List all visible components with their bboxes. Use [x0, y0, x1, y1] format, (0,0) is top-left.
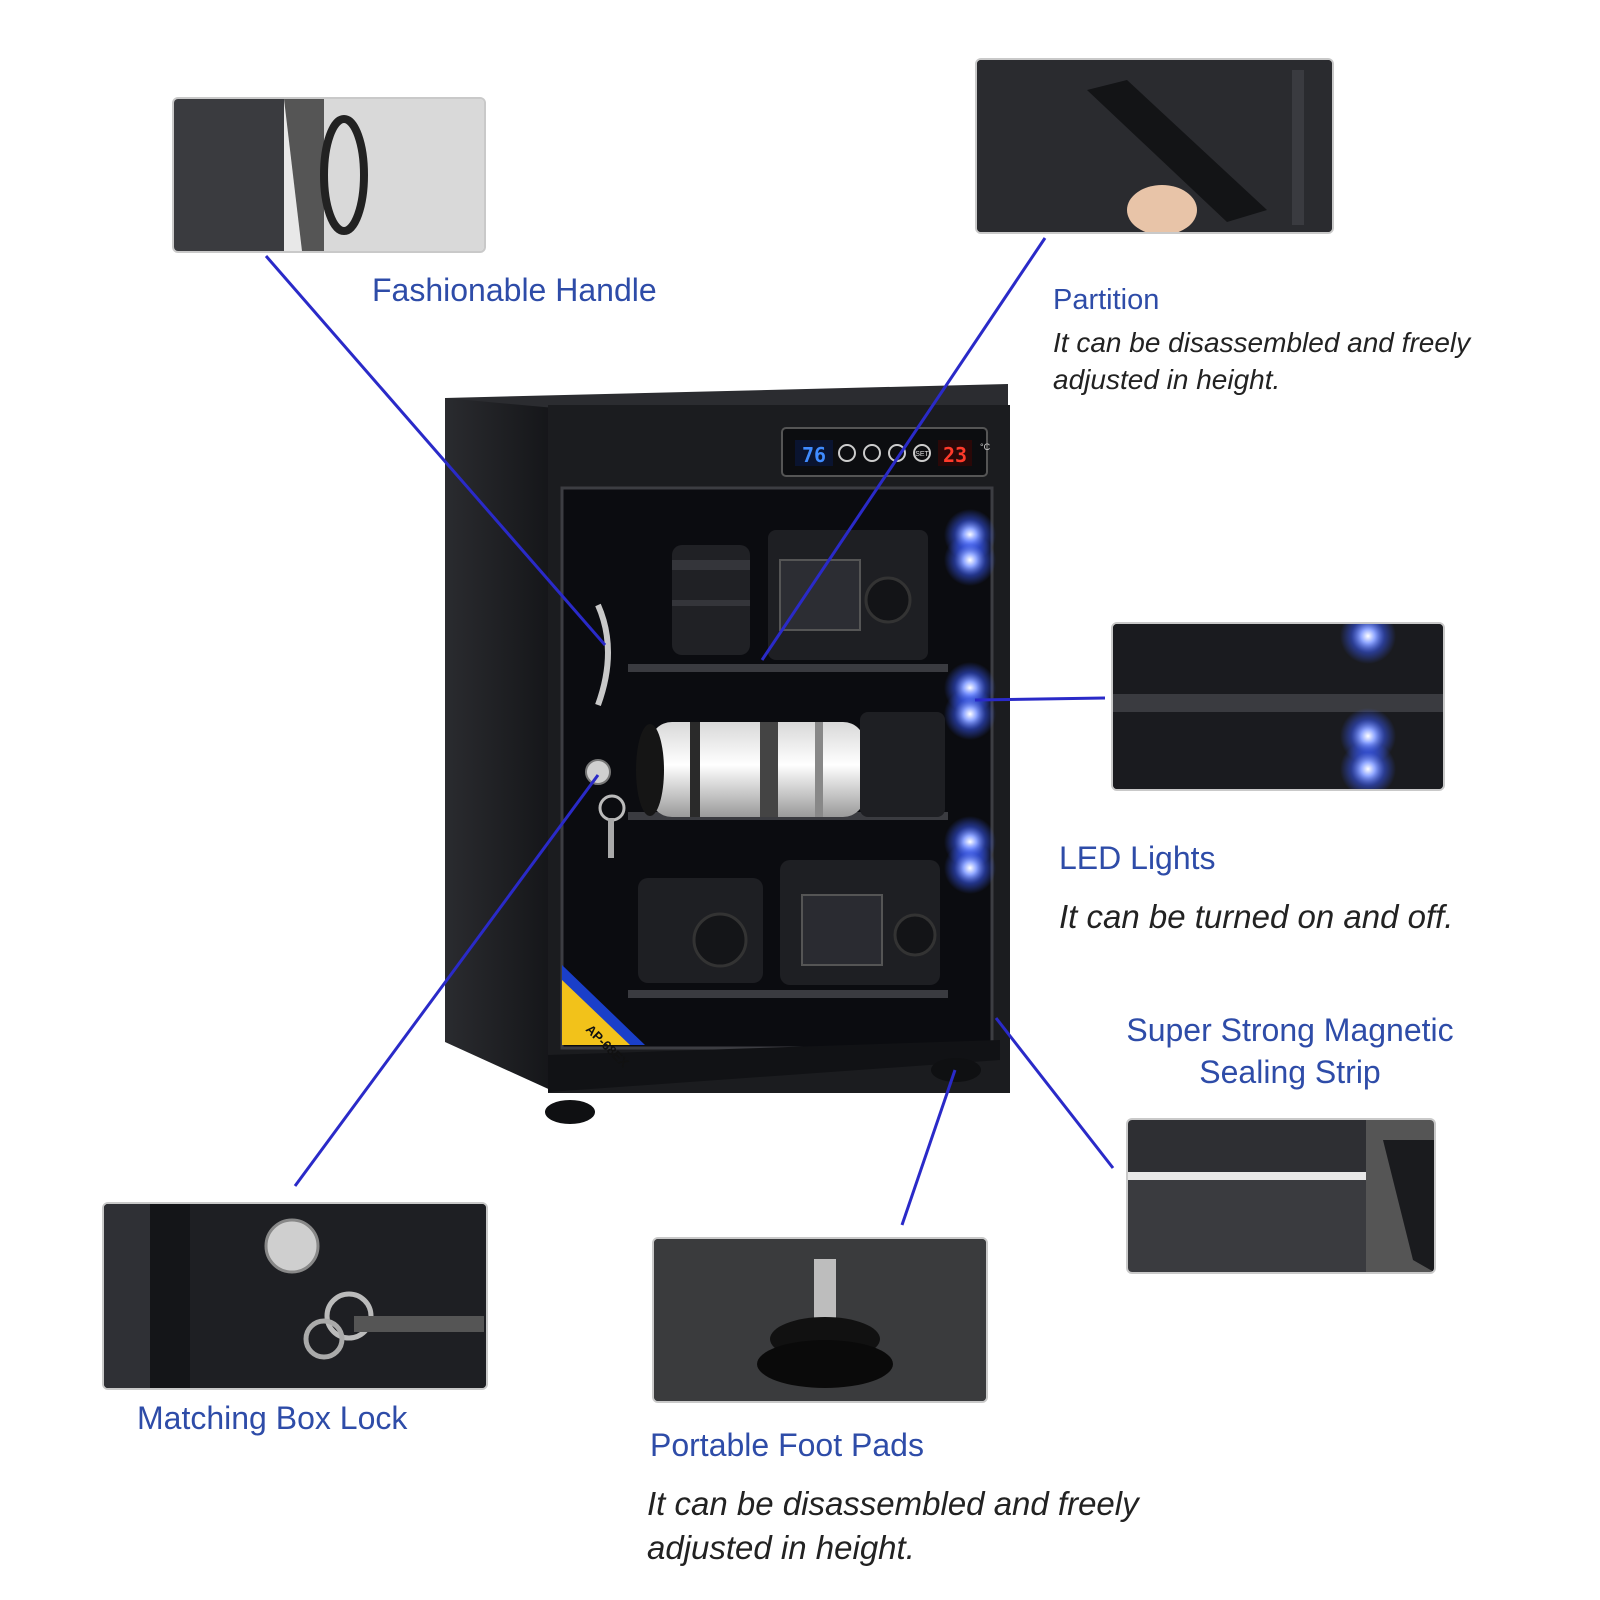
leader-lines — [264, 237, 1115, 1226]
telephoto-lens — [636, 712, 945, 817]
partition-detail-image — [975, 58, 1334, 234]
model-sticker — [562, 965, 645, 1045]
leader-line-seal — [994, 1017, 1115, 1169]
label-partition: Partition — [1053, 284, 1160, 316]
leader-line-handle — [264, 255, 607, 646]
set-button-label: SET — [915, 451, 929, 458]
led-detail-image — [1111, 622, 1445, 791]
door-handle — [595, 603, 611, 707]
leader-line-partition — [760, 237, 1047, 661]
sealing-strip-detail-image — [1126, 1118, 1436, 1274]
humidity-readout: 76 — [802, 443, 826, 467]
label-fashionable-handle: Fashionable Handle — [372, 272, 657, 308]
seal-label-line-1: Super Strong Magnetic — [1126, 1012, 1454, 1048]
leader-line-foot — [900, 1069, 957, 1226]
temperature-unit: °C — [980, 442, 991, 452]
temperature-readout: 23 — [943, 443, 967, 467]
cabinet-feet — [545, 1058, 981, 1124]
control-panel — [781, 427, 988, 477]
label-led-lights: LED Lights — [1059, 840, 1216, 876]
camera-body-bottom-left — [638, 878, 763, 983]
label-matching-box-lock: Matching Box Lock — [137, 1400, 408, 1436]
label-portable-foot-pads: Portable Foot Pads — [650, 1427, 924, 1463]
camera-lens-top — [672, 545, 750, 655]
foot-description-line-1: It can be disassembled and freely — [647, 1485, 1139, 1522]
key-lock — [585, 759, 626, 858]
leader-line-led — [974, 696, 1106, 702]
partition-description-line-1: It can be disassembled and freely — [1053, 327, 1471, 358]
lock-detail-image — [102, 1202, 488, 1390]
seal-label-line-2: Sealing Strip — [1199, 1053, 1381, 1090]
foot-pad-detail-image — [652, 1237, 988, 1403]
led-strip — [944, 509, 996, 894]
leader-line-lock — [293, 774, 600, 1187]
camera-body-bottom-right — [780, 860, 940, 985]
led-description: It can be turned on and off. — [1059, 898, 1454, 935]
camera-body-top — [768, 530, 928, 660]
handle-detail-image — [172, 97, 486, 253]
foot-description-line-2: adjusted in height. — [647, 1529, 915, 1566]
label-magnetic-sealing-strip: Super Strong Magnetic Sealing Strip — [1092, 1010, 1488, 1093]
partition-description-line-2: adjusted in height. — [1053, 364, 1281, 395]
